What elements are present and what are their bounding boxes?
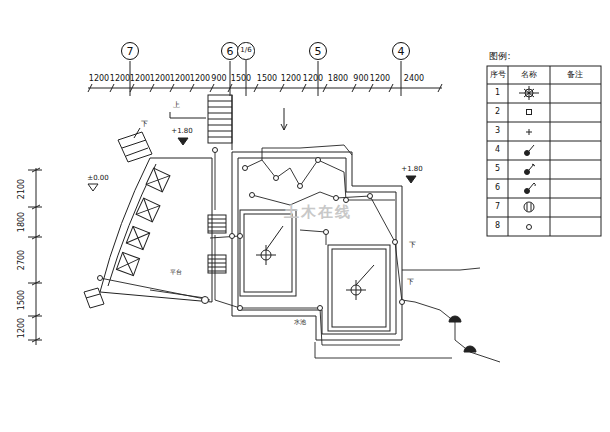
chair [208,215,226,273]
direction-text: 下 [409,242,416,249]
dimension-text: 1500 [18,290,26,310]
area-text: 水池 [294,319,306,325]
lamp-symbol [256,226,374,300]
axis-number: 4 [398,46,405,57]
table-cell: 3 [495,127,500,135]
dimension-text: 1200 [110,75,130,83]
legend-symbol [519,86,539,230]
junction-dot [98,148,405,311]
area-text: 平台 [170,269,182,275]
level-text: +1.80 [401,166,422,173]
stair [170,95,287,150]
legend-title: 图例: [489,52,510,61]
grid-bubble: 4 [392,42,410,60]
dimension-text: 1500 [231,75,251,83]
axis-number: 1/6 [240,47,251,54]
dimension-text: 1800 [18,212,26,232]
dimension-text: 2100 [18,179,26,199]
level-mark [88,138,416,191]
table-cell: 序号 [490,71,506,79]
dimension-line [28,168,42,345]
dimension-text: 1200 [190,75,210,83]
dimension-text: 1500 [257,75,277,83]
axis-number: 6 [227,46,234,57]
table-cell: 8 [495,222,500,230]
watermark: 土木在线 [284,205,352,220]
table-cell: 7 [495,203,500,211]
legend-table [487,66,601,236]
dimension-line [88,84,442,92]
table-cell: 6 [495,184,500,192]
grid-bubble: 6 [221,42,239,60]
outlet-symbol [449,316,476,352]
dimension-text: 1200 [130,75,150,83]
level-text: ±0.00 [87,175,108,182]
dimension-text: 1200 [150,75,170,83]
axis-number: 7 [127,46,134,57]
grid-bubble: 1/6 [237,42,254,59]
wall-outline [232,152,402,340]
bench [116,168,169,275]
table-cell: 4 [495,146,500,154]
table-cell: 1 [495,89,500,97]
table-cell: 备注 [567,71,583,79]
table-cell: 名称 [521,71,537,79]
level-text: +1.80 [171,128,192,135]
dimension-text: 1800 [328,75,348,83]
grid-bubble: 5 [309,42,327,60]
deck-outline [84,128,212,308]
wiring [100,145,500,362]
grid-bubble: 7 [121,42,139,60]
dimension-text: 1200 [370,75,390,83]
direction-text: 上 [173,102,180,109]
dimension-text: 1200 [303,75,323,83]
table-cell: 5 [495,165,500,173]
dimension-text: 2400 [404,75,424,83]
dimension-text: 2700 [18,250,26,270]
dimension-text: 1200 [170,75,190,83]
dimension-text: 900 [353,75,368,83]
direction-text: 下 [407,279,414,286]
table-cell: 2 [495,108,500,116]
direction-text: 下 [141,121,148,128]
dimension-text: 1200 [18,318,26,338]
axis-number: 5 [315,46,322,57]
pool [240,210,390,331]
dimension-text: 900 [211,75,226,83]
dimension-text: 1200 [281,75,301,83]
dimension-text: 1200 [89,75,109,83]
